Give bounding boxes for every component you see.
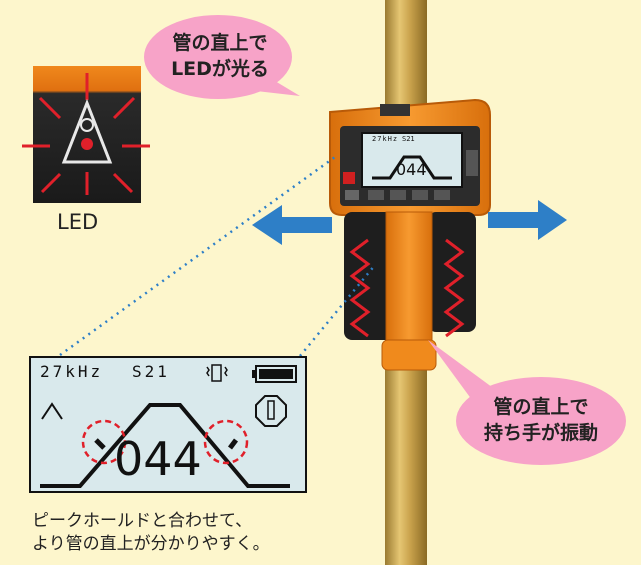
peak-marker-right — [203, 419, 249, 465]
lcd-value: 044 — [114, 432, 202, 486]
arrow-left — [252, 205, 332, 245]
octagon-icon — [255, 395, 287, 427]
led-label: LED — [57, 210, 99, 234]
arrow-right — [488, 200, 567, 240]
lcd-peak-curve — [40, 403, 290, 488]
caption-line2: より管の直上が分かりやすく。 — [32, 534, 270, 554]
caption: ピークホールドと合わせて、 より管の直上が分かりやすく。 — [32, 510, 270, 556]
bubble-bottom-line2: 持ち手が振動 — [483, 422, 598, 444]
caption-line1: ピークホールドと合わせて、 — [32, 511, 253, 531]
led-rays — [22, 73, 150, 195]
bubble-top-line2: LEDが光る — [171, 58, 269, 80]
device-lcd-mode: S21 — [402, 135, 415, 143]
bubble-top-line1: 管の直上で — [172, 32, 268, 54]
device-bottom-cap — [381, 339, 437, 371]
device-grip-left — [344, 212, 396, 340]
device-lcd-frequency: 27kHz — [372, 135, 399, 143]
bubble-top-shape — [144, 15, 292, 99]
device-grip-right — [428, 212, 476, 332]
device-handle — [385, 211, 433, 363]
bubble-bottom-line1: 管の直上で — [493, 396, 589, 418]
peak-marker-left — [81, 419, 127, 465]
lcd-mode: S21 — [132, 362, 170, 381]
bubble-top-text: 管の直上で LEDが光る — [150, 30, 290, 82]
vibrate-icon — [206, 364, 228, 382]
device-lcd-value: 044 — [396, 160, 427, 179]
lcd-frequency: 27kHz — [40, 362, 104, 381]
bubble-bottom-shape — [456, 377, 626, 465]
vibration-right — [443, 238, 465, 338]
bubble-bottom-text: 管の直上で 持ち手が振動 — [461, 394, 621, 446]
vibration-left — [349, 238, 371, 338]
